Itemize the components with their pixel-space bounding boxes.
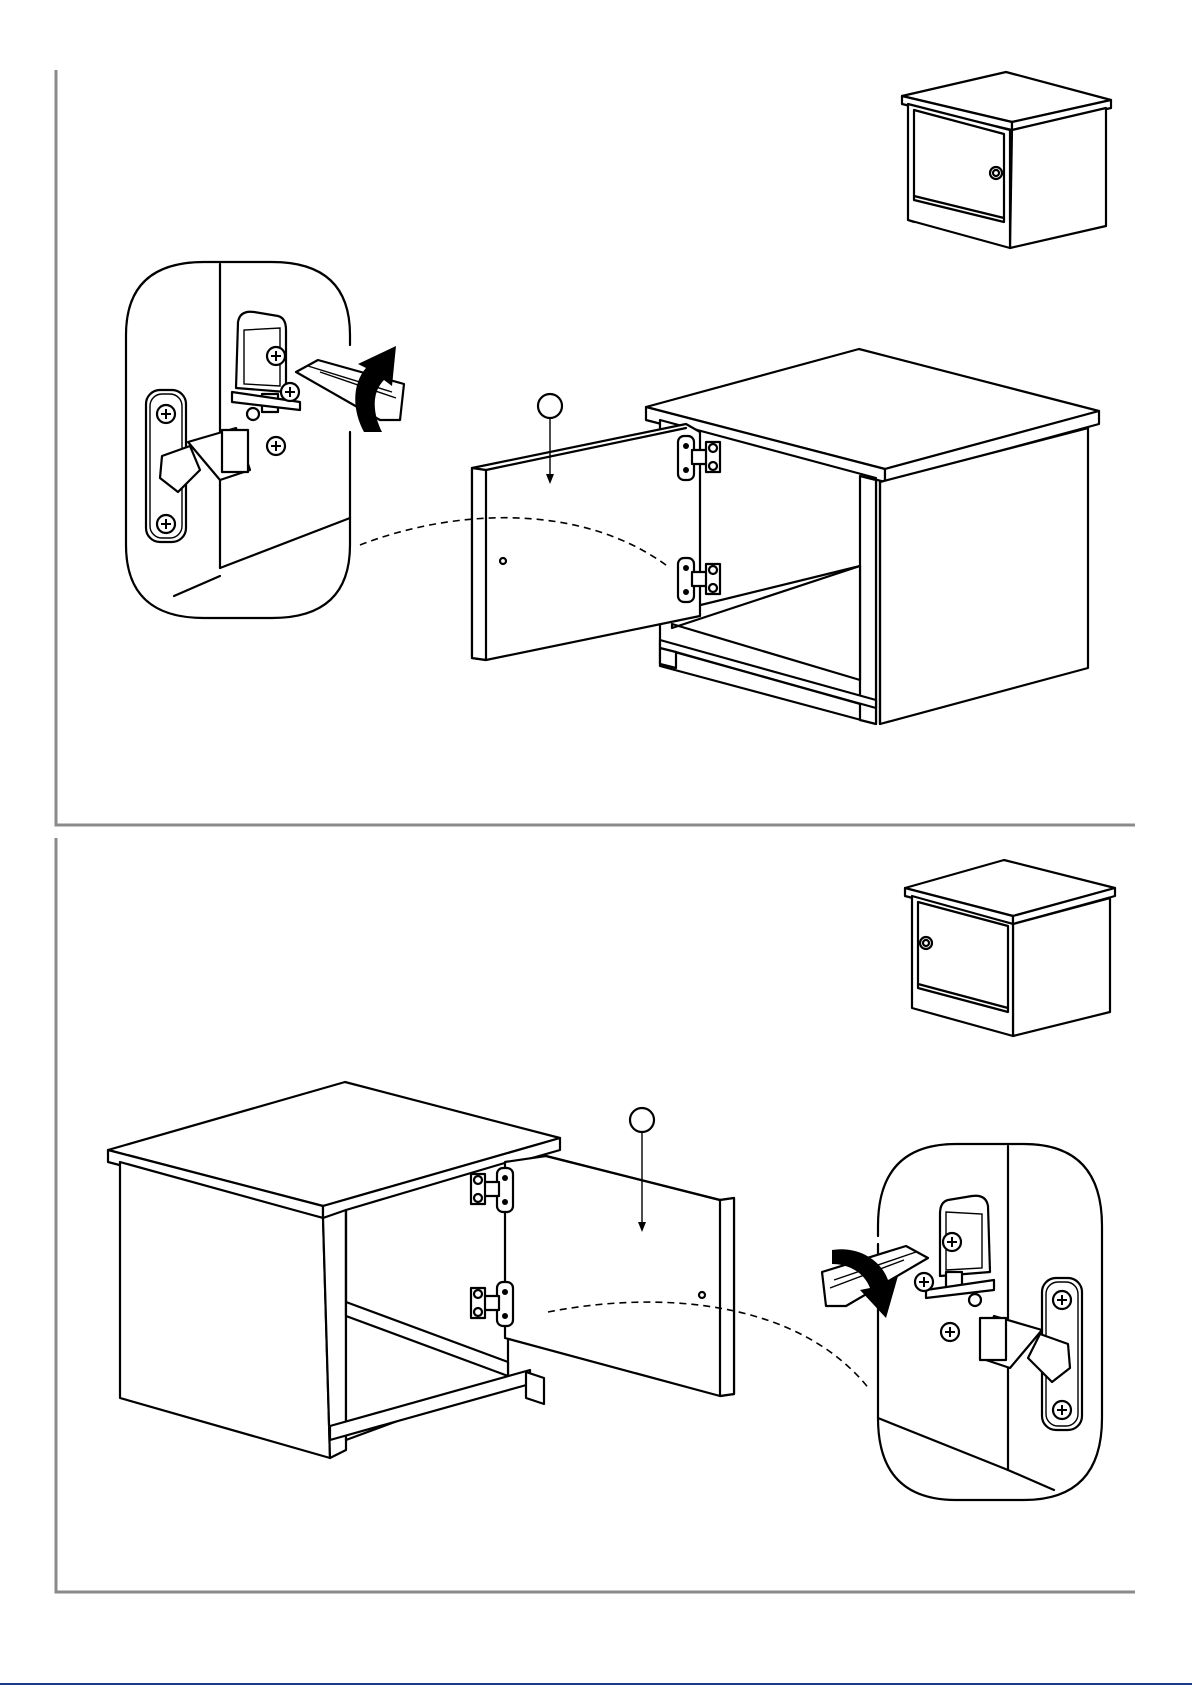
step-1-panel — [56, 70, 1135, 825]
step-2-part-marker — [630, 1108, 654, 1132]
step-1-thumbnail — [902, 72, 1111, 248]
step-2-cabinet — [108, 1082, 870, 1458]
step-2-panel — [56, 838, 1135, 1592]
step-2-thumbnail — [905, 860, 1115, 1036]
step-2-hinge-detail — [822, 1144, 1102, 1500]
step-1-cabinet — [360, 349, 1099, 724]
step-1-hinge-detail — [126, 262, 404, 618]
step-1-part-marker — [538, 394, 562, 418]
